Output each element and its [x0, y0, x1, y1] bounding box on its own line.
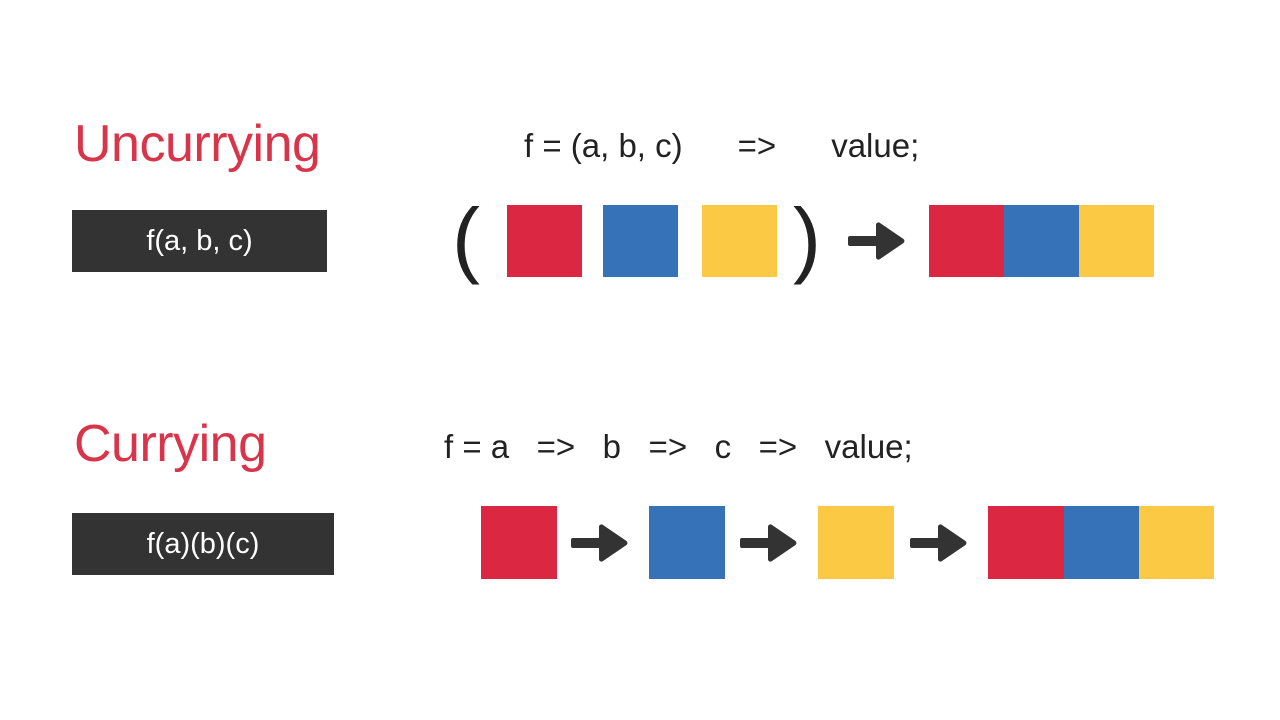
section-title-uncurrying: Uncurrying	[74, 115, 321, 173]
formula-uncurrying: f = (a, b, c) => value;	[524, 127, 920, 164]
swatch-a-uncurrying-input	[507, 205, 582, 277]
swatch-c-currying-input	[818, 506, 894, 579]
swatch-b-currying-result	[1064, 506, 1139, 579]
close-paren-uncurrying: )	[793, 191, 821, 285]
call-box-label-uncurrying: f(a, b, c)	[146, 224, 253, 257]
swatch-a-currying-result	[988, 506, 1064, 579]
call-box-uncurrying: f(a, b, c)	[72, 210, 327, 272]
call-box-label-currying: f(a)(b)(c)	[146, 527, 260, 560]
swatch-b-uncurrying-input	[603, 205, 678, 277]
swatch-c-currying-result	[1139, 506, 1214, 579]
result-strip-currying	[988, 506, 1214, 579]
arrow-right-icon	[910, 524, 968, 562]
swatch-c-uncurrying-input	[702, 205, 777, 277]
call-box-currying: f(a)(b)(c)	[72, 513, 334, 575]
swatch-a-currying-input	[481, 506, 557, 579]
section-title-currying: Currying	[74, 415, 267, 473]
swatch-a-uncurrying-result	[929, 205, 1004, 277]
formula-currying: f = a => b => c => value;	[444, 428, 913, 465]
swatch-c-uncurrying-result	[1079, 205, 1154, 277]
arrow-right-icon	[740, 524, 798, 562]
swatch-b-currying-input	[649, 506, 725, 579]
swatch-b-uncurrying-result	[1004, 205, 1079, 277]
arrow-right-icon	[571, 524, 629, 562]
arrow-right-icon	[848, 222, 906, 260]
open-paren-uncurrying: (	[452, 191, 480, 285]
result-strip-uncurrying	[929, 205, 1154, 277]
